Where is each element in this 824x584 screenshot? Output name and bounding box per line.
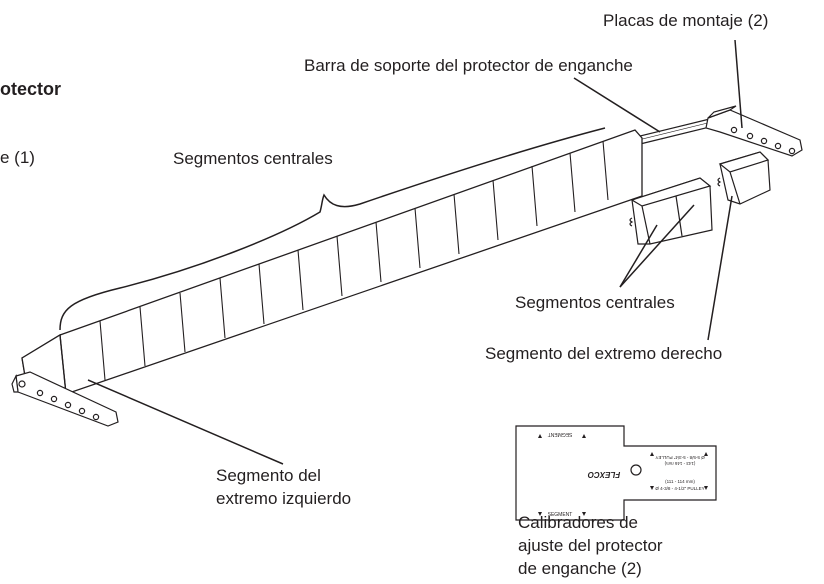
label-center-segments-top: Segmentos centrales [173,149,333,168]
label-gauges-1: Calibradores de [518,513,639,532]
gauge-pulley-large-1: Ø 5-5/8 - 5-3/4" PULLEY [655,455,704,460]
gauge-pulley-small-1: (111 - 114 mm) [665,479,695,484]
label-mounting-plates: Placas de montaje (2) [603,11,769,30]
subheading-fragment: e (1) [0,148,35,167]
mounting-plate-left [11,371,119,427]
gauge-pulley-large-2: (143 - 146 mm) [664,461,695,466]
gauge-card: SEGMENT SEGMENT FLEXCO Ø 5-5/8 - 5-3/4" … [515,425,717,521]
gauge-segment-bottom: SEGMENT [548,512,573,518]
label-left-end-segment-1: Segmento del [216,466,321,485]
label-gauges-2: ajuste del protector [518,536,663,555]
right-end-segment-shape [717,151,771,205]
label-right-end-segment: Segmento del extremo derecho [485,344,723,363]
label-support-bar: Barra de soporte del protector de enganc… [304,56,633,75]
gauge-brand: FLEXCO [587,470,620,479]
heading-fragment: otector [0,79,62,99]
label-left-end-segment-2: extremo izquierdo [216,489,352,508]
label-center-segments-right: Segmentos centrales [515,293,675,312]
label-gauges-3: de enganche (2) [518,559,642,578]
gauge-pulley-small-2: Ø 4-3/8 - 4-1/2" PULLEY [655,486,704,491]
mounting-plate-right [705,105,803,157]
leader-lines [59,39,743,465]
segment-dividers [99,140,609,381]
gauge-segment-top: SEGMENT [548,431,573,437]
loose-center-segments [629,177,713,245]
